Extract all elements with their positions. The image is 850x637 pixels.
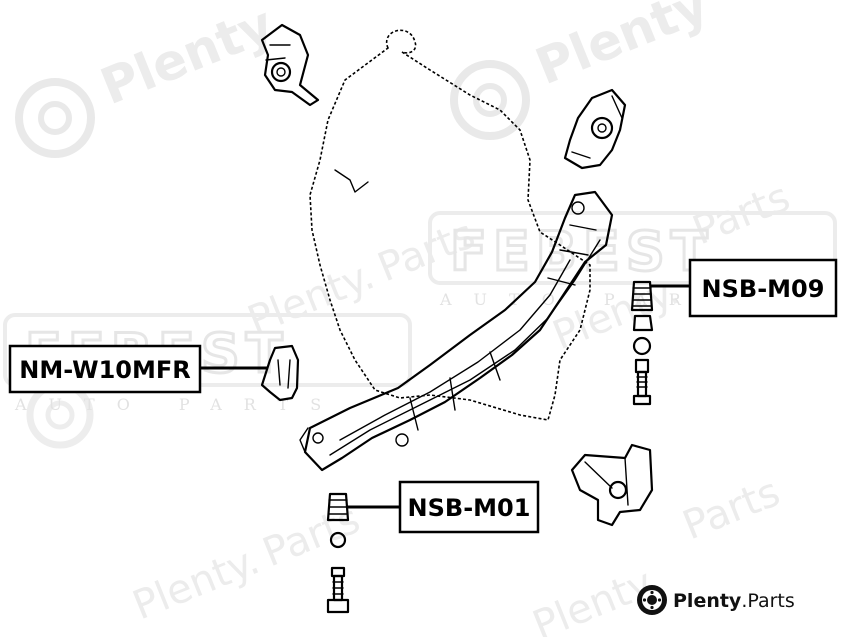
part-number-text: NSB-M09 <box>702 275 825 303</box>
watermark-layer: Plenty Plenty Plenty. Parts Plenty. Part… <box>3 0 837 637</box>
diagram-art <box>200 23 690 614</box>
plenty-parts-logo: Plenty.Parts <box>637 585 795 615</box>
part-label-nm-w10mfr[interactable]: NM-W10MFR <box>8 344 202 394</box>
bushing-nsb-m09 <box>630 280 654 406</box>
watermark-rotor-icon <box>450 60 530 140</box>
watermark-plenty-text: Plenty. <box>127 537 266 629</box>
part-label-nsb-m01[interactable]: NSB-M01 <box>398 480 540 534</box>
rotor-icon <box>637 585 667 615</box>
watermark-brand-box <box>3 313 412 387</box>
watermark-rotor-icon <box>15 78 95 158</box>
bushing-nsb-m01 <box>326 492 350 614</box>
bracket-nm-w10mfr <box>260 344 300 402</box>
part-number-text: NM-W10MFR <box>19 356 190 384</box>
part-label-nsb-m09[interactable]: NSB-M09 <box>688 258 838 318</box>
watermark-plenty-text: Plenty <box>528 0 716 96</box>
engine-mount-lower-right <box>570 443 654 527</box>
watermark-brand-sub: AUTO PARTS <box>14 395 343 414</box>
crossmember <box>299 190 614 472</box>
part-number-text: NSB-M01 <box>408 494 531 522</box>
watermark-rotor-icon <box>26 381 94 449</box>
engine-mount-upper-left <box>260 23 320 107</box>
watermark-brand-sub: AUTO PARTS <box>439 290 768 309</box>
engine-mount-upper-right <box>563 88 627 170</box>
engine-outline <box>309 29 591 421</box>
watermark-brand-text: FEBEST <box>450 220 714 283</box>
engine-detail-line <box>334 169 369 193</box>
watermark-parts-text: Parts <box>677 469 787 549</box>
logo-text: Plenty.Parts <box>673 590 795 612</box>
watermark-brand-box <box>428 211 837 285</box>
watermark-plenty-text: Plenty <box>93 0 281 116</box>
